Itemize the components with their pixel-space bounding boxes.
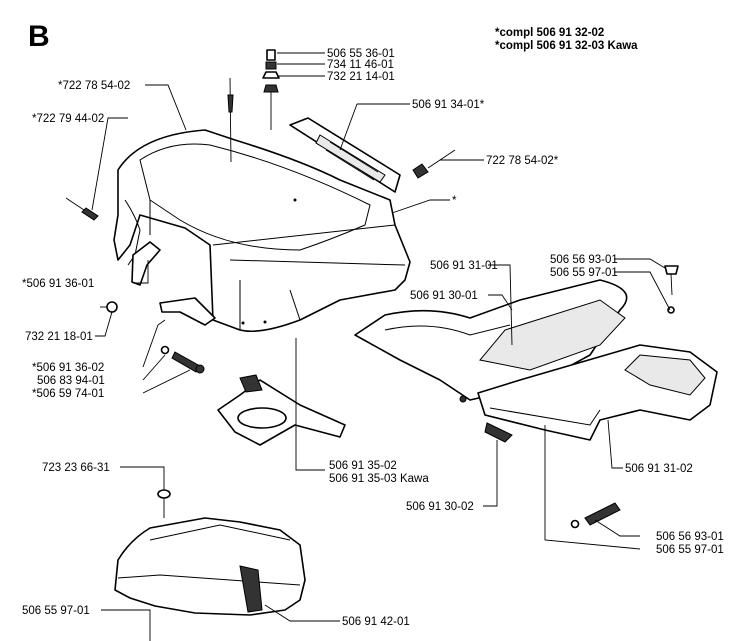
label-506913602: *506 91 36-02 [32, 362, 104, 374]
label-506913503: 506 91 35-03 Kawa [329, 473, 429, 485]
label-506559701-low: 506 55 97-01 [22, 605, 90, 617]
label-722785402-left: *722 78 54-02 [58, 80, 130, 92]
label-506559701-bot: 506 55 97-01 [656, 544, 724, 556]
label-506913002: 506 91 30-02 [406, 501, 474, 513]
label-506913401: 506 91 34-01* [412, 99, 485, 111]
label-506597401: *506 59 74-01 [32, 388, 104, 400]
label-506913101-top: 506 91 31-01 [430, 260, 498, 272]
holder-piece-part [217, 374, 346, 446]
label-506913001-top: 506 91 30-01 [410, 290, 478, 302]
compl-header-2: *compl 506 91 32-03 Kawa [495, 40, 638, 52]
label-723236631: 723 23 66-31 [42, 462, 110, 474]
label-506913502: 506 91 35-02 [329, 460, 397, 472]
label-506559701-top: 506 55 97-01 [550, 267, 618, 279]
label-722785402-right: 722 78 54-02* [486, 155, 559, 167]
label-722794402: *722 79 44-02 [32, 113, 104, 125]
label-506839401: 506 83 94-01 [37, 375, 105, 387]
section-letter: B [28, 20, 50, 53]
right-stud-part [664, 265, 679, 314]
label-732211801: 732 21 18-01 [25, 331, 93, 343]
label-506913102: 506 91 31-02 [625, 463, 693, 475]
vertical-rod-part [227, 77, 234, 163]
right-bolt-part [412, 149, 456, 179]
knob-part [157, 489, 171, 518]
label-506565301-top: 506 56 93-01 [550, 254, 618, 266]
seat-cover-part [114, 517, 306, 616]
label-506553601: 506 55 36-01 [327, 48, 395, 60]
lower-right-bolt-part [570, 502, 621, 529]
left-bolt-part [65, 197, 99, 221]
label-506565301-bot: 506 56 93-01 [656, 531, 724, 543]
label-star: * [452, 195, 457, 207]
top-bolt-stack-part [262, 49, 280, 130]
label-506914201: 506 91 42-01 [342, 616, 410, 628]
leader-lines [91, 52, 671, 641]
hood-cover-part [113, 129, 411, 333]
grille-plate-part [289, 117, 401, 193]
label-734114601: 734 11 46-01 [327, 59, 394, 71]
label-732211401: 732 21 14-01 [327, 71, 395, 83]
compl-header-1: *compl 506 91 32-02 [495, 27, 604, 39]
part-labels: 506 55 36-01 734 11 46-01 732 21 14-01 *… [22, 48, 724, 628]
label-506913601-a: *506 91 36-01 [22, 278, 94, 290]
hood-bracket-part [131, 241, 216, 326]
